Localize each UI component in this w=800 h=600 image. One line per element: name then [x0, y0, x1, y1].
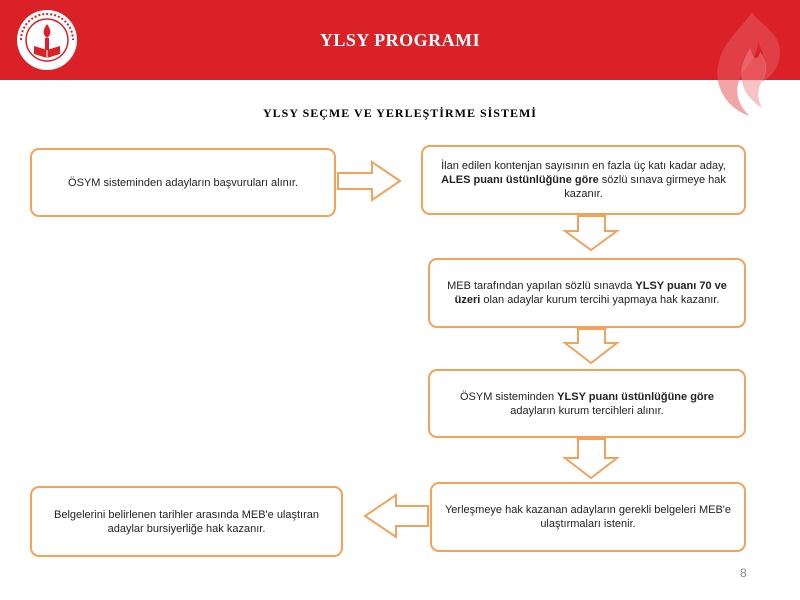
arrow-down-2 [565, 329, 617, 363]
arrow-left [365, 495, 428, 537]
arrow-right [338, 162, 400, 200]
arrow-down-3 [565, 439, 617, 478]
arrow-down-1 [565, 216, 617, 250]
page-number: 8 [740, 566, 747, 580]
